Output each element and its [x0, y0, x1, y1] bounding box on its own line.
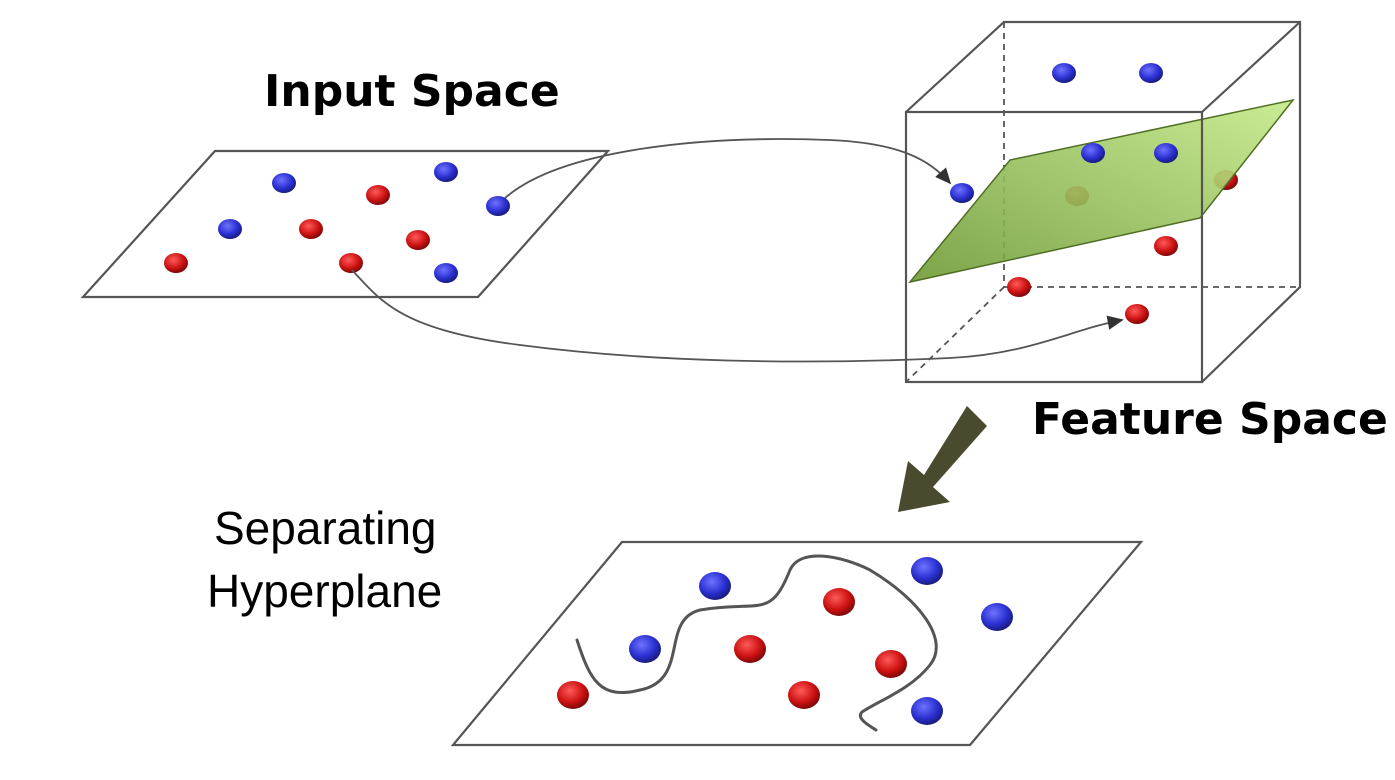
- feature-point-blue: [1154, 143, 1178, 163]
- feature-space-label: Feature Space: [1032, 394, 1388, 445]
- output-point-red: [823, 588, 855, 616]
- input-point-red: [299, 219, 323, 239]
- cube-front-face: [904, 110, 1204, 384]
- input-point-blue: [272, 173, 296, 193]
- output-point-blue: [911, 697, 943, 725]
- mapping-arrow-red: [351, 269, 1124, 363]
- cube-edge: [1201, 21, 1301, 113]
- output-point-blue: [911, 557, 943, 585]
- output-point-red: [875, 650, 907, 678]
- decision-boundary: [575, 554, 938, 732]
- input-space-plane: [80, 149, 611, 299]
- separating-label-line1: Separating: [214, 502, 437, 554]
- output-point-blue: [981, 603, 1013, 631]
- input-space-points: [164, 162, 510, 283]
- output-point-red: [788, 681, 820, 709]
- feature-point-red: [1154, 236, 1178, 256]
- input-point-red: [164, 253, 188, 273]
- output-point-red: [557, 681, 589, 709]
- input-point-red: [339, 253, 363, 273]
- feature-point-blue: [1052, 63, 1076, 83]
- output-point-blue: [629, 635, 661, 663]
- input-point-blue: [434, 162, 458, 182]
- cube-hidden-edge: [905, 286, 1005, 383]
- mapping-arrow-blue: [504, 138, 952, 199]
- output-plane: [450, 540, 1144, 747]
- down-arrow-icon: [898, 406, 987, 512]
- feature-space-cube: [904, 20, 1302, 384]
- input-point-red: [406, 230, 430, 250]
- output-point-red: [734, 635, 766, 663]
- output-point-blue: [699, 572, 731, 600]
- input-point-blue: [218, 219, 242, 239]
- feature-point-red: [1125, 304, 1149, 324]
- hyperplane: [908, 98, 1295, 284]
- input-point-blue: [486, 196, 510, 216]
- feature-point-blue: [1139, 63, 1163, 83]
- feature-point-red: [1007, 277, 1031, 297]
- input-point-red: [366, 185, 390, 205]
- separating-label-line2: Hyperplane: [207, 565, 442, 617]
- output-points: [557, 557, 1013, 725]
- input-space-label: Input Space: [264, 66, 560, 117]
- input-point-blue: [434, 263, 458, 283]
- feature-point-blue: [1081, 143, 1105, 163]
- feature-point-blue: [950, 183, 974, 203]
